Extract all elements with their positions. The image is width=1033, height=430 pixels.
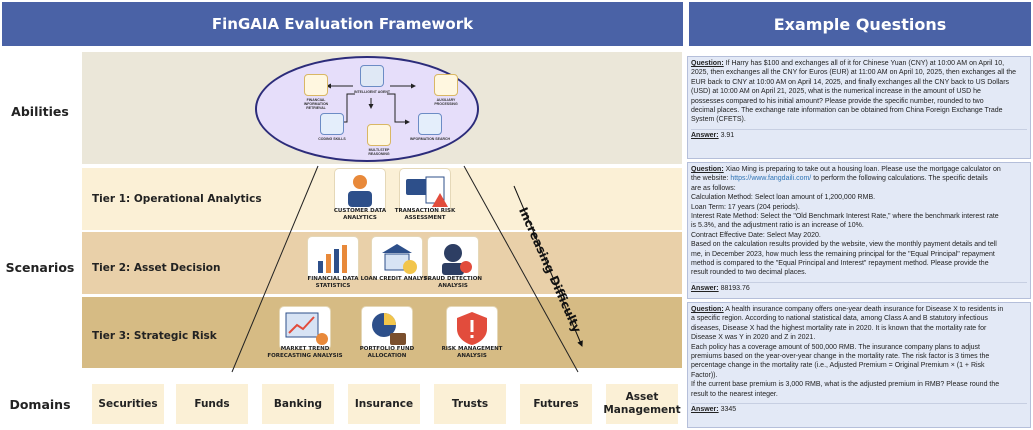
brain-icon bbox=[367, 124, 391, 146]
scenario-label-customer-analytics: CUSTOMER DATA ANALYTICS bbox=[333, 208, 387, 221]
question-text-line: possesses compared to his initial amount… bbox=[691, 97, 984, 105]
question-text: A health insurance company offers one-ye… bbox=[723, 306, 1004, 313]
answer-line: Answer: 88193.76 bbox=[691, 281, 1027, 293]
question-text-line: method is compared to the "Equal Princip… bbox=[691, 260, 989, 268]
loan-credit-icon bbox=[372, 237, 422, 279]
answer-keyword: Answer: bbox=[691, 131, 719, 139]
answer-value: 3.91 bbox=[718, 131, 735, 139]
document-search-icon bbox=[304, 74, 328, 96]
scenario-label-market-trend: MARKET TREND FORECASTING ANALYSIS bbox=[267, 346, 343, 359]
question-text-line: Disease X was Y in 2020 and Z in 2021. bbox=[691, 334, 816, 342]
question-text-line: Each policy has a coverage amount of 500… bbox=[691, 343, 980, 351]
tier-3-label: Tier 3: Strategic Risk bbox=[92, 330, 217, 342]
question-text-line: a specific region. According to national… bbox=[691, 315, 988, 323]
question-text-line: Based on the calculation results provide… bbox=[691, 241, 997, 249]
question-text-line: are as follows: bbox=[691, 184, 736, 192]
question-text: If Harry has $100 and exchanges all of i… bbox=[723, 60, 1005, 67]
question-text-line: Question: If Harry has $100 and exchange… bbox=[691, 59, 1027, 68]
scenario-label-fraud-detection: FRAUD DETECTION ANALYSIS bbox=[424, 276, 482, 289]
domain-futures: Futures bbox=[520, 384, 592, 424]
question-text: Xiao Ming is preparing to take out a hou… bbox=[723, 166, 1001, 173]
domain-asset-management: Asset Management bbox=[603, 384, 681, 424]
customer-analytics-icon bbox=[335, 169, 385, 211]
ability-label-auxiliary: AUXILIARY PROCESSING bbox=[434, 98, 458, 106]
question-text-line: Question: A health insurance company off… bbox=[691, 305, 1027, 314]
domain-trusts: Trusts bbox=[434, 384, 506, 424]
risk-management-icon bbox=[447, 307, 497, 349]
domain-banking: Banking bbox=[262, 384, 334, 424]
pyramid-lines bbox=[231, 165, 583, 373]
question-keyword: Question: bbox=[691, 306, 724, 313]
question-text-line: Calculation Method: Select loan amount o… bbox=[691, 194, 876, 202]
megaphone-icon bbox=[434, 74, 458, 96]
answer-value: 3345 bbox=[718, 406, 737, 414]
question-text-line: Contract Effective Date: Select May 2020… bbox=[691, 231, 821, 239]
scenario-label-transaction-risk: TRANSACTION RISK ASSESSMENT bbox=[394, 208, 456, 221]
question-text-line: result rounded to two decimal places. bbox=[691, 269, 807, 277]
question-text-line: (USD) at 10:00 AM on April 21, 2025, wha… bbox=[691, 88, 981, 96]
ability-center-label: INTELLIGENT AGENT bbox=[353, 90, 391, 94]
fraud-detection-icon bbox=[428, 237, 478, 279]
ability-label-reasoning: MULTI-STEP REASONING bbox=[368, 148, 390, 156]
monitor-search-icon bbox=[418, 113, 442, 135]
question-text-line: is 5.3%, and the adjustment ratio is an … bbox=[691, 222, 864, 230]
framework-header: FinGAIA Evaluation Framework bbox=[2, 2, 683, 46]
domain-funds: Funds bbox=[176, 384, 248, 424]
question-text-line: decimal places. The exchange rate inform… bbox=[691, 107, 1003, 115]
question-text-line: the website: https://www.fangdaili.com/ … bbox=[691, 174, 1027, 183]
examples-header: Example Questions bbox=[689, 2, 1031, 46]
mortgage-calculator-link[interactable]: https://www.fangdaili.com/ bbox=[730, 175, 812, 183]
scenario-label-financial-statistics: FINANCIAL DATA STATISTICS bbox=[307, 276, 359, 289]
portfolio-allocation-icon bbox=[362, 307, 412, 349]
scenario-label-risk-management: RISK MANAGEMENT ANALYSIS bbox=[441, 346, 503, 359]
question-text-line: Factor)). bbox=[691, 371, 718, 379]
example-question-1: Question: If Harry has $100 and exchange… bbox=[687, 56, 1031, 159]
question-text-line: 2025, then exchanges all the CNY for Eur… bbox=[691, 69, 1017, 77]
market-trend-icon bbox=[280, 307, 330, 349]
answer-keyword: Answer: bbox=[691, 406, 719, 414]
question-keyword: Question: bbox=[691, 166, 724, 173]
scenarios-row-label: Scenarios bbox=[5, 260, 75, 275]
abilities-row-label: Abilities bbox=[11, 104, 69, 119]
question-text-line: Loan Term: 17 years (204 periods). bbox=[691, 203, 800, 211]
question-text-line: result to the nearest integer. bbox=[691, 390, 778, 398]
answer-keyword: Answer: bbox=[691, 284, 719, 292]
question-text-line: EUR back to CNY at 10:00 AM on April 14,… bbox=[691, 78, 1010, 86]
example-question-2: Question: Xiao Ming is preparing to take… bbox=[687, 162, 1031, 299]
financial-statistics-icon bbox=[308, 237, 358, 279]
question-text-line: diseases, Disease X had the highest mort… bbox=[691, 324, 987, 332]
computer-icon bbox=[320, 113, 344, 135]
domain-insurance: Insurance bbox=[348, 384, 420, 424]
tier-1-label: Tier 1: Operational Analytics bbox=[92, 193, 262, 205]
question-text-line: me, in December 2023, how much less the … bbox=[691, 250, 995, 258]
tier-2-label: Tier 2: Asset Decision bbox=[92, 262, 221, 274]
question-text: to perform the following calculations. T… bbox=[811, 175, 988, 183]
ability-label-coding: CODING SKILLS bbox=[318, 137, 346, 141]
answer-line: Answer: 3.91 bbox=[691, 128, 1027, 140]
ability-label-search: INFORMATION SEARCH bbox=[409, 137, 451, 141]
transaction-risk-icon bbox=[400, 169, 450, 211]
question-text-line: premiums based on the year-over-year cha… bbox=[691, 353, 990, 361]
question-text-line: Interest Rate Method: Select the "Old Be… bbox=[691, 213, 999, 221]
domains-row-label: Domains bbox=[9, 397, 71, 412]
question-text: the website: bbox=[691, 175, 731, 183]
question-text-line: percentage change in the mortality rate … bbox=[691, 362, 985, 370]
domain-securities: Securities bbox=[92, 384, 164, 424]
scenario-label-portfolio-allocation: PORTFOLIO FUND ALLOCATION bbox=[359, 346, 415, 359]
answer-line: Answer: 3345 bbox=[691, 403, 1027, 414]
question-text-line: If the current base premium is 3,000 RMB… bbox=[691, 381, 1000, 389]
question-text-line: System (CFETS). bbox=[691, 116, 746, 124]
example-question-3: Question: A health insurance company off… bbox=[687, 302, 1031, 428]
question-keyword: Question: bbox=[691, 60, 724, 67]
question-text-line: Question: Xiao Ming is preparing to take… bbox=[691, 165, 1027, 174]
answer-value: 88193.76 bbox=[718, 284, 750, 292]
robot-icon bbox=[360, 65, 384, 87]
ability-label-retrieval: FINANCIAL INFORMATION RETRIEVAL bbox=[303, 98, 329, 110]
scenario-label-loan-credit: LOAN CREDIT ANALYSIS bbox=[360, 276, 434, 282]
